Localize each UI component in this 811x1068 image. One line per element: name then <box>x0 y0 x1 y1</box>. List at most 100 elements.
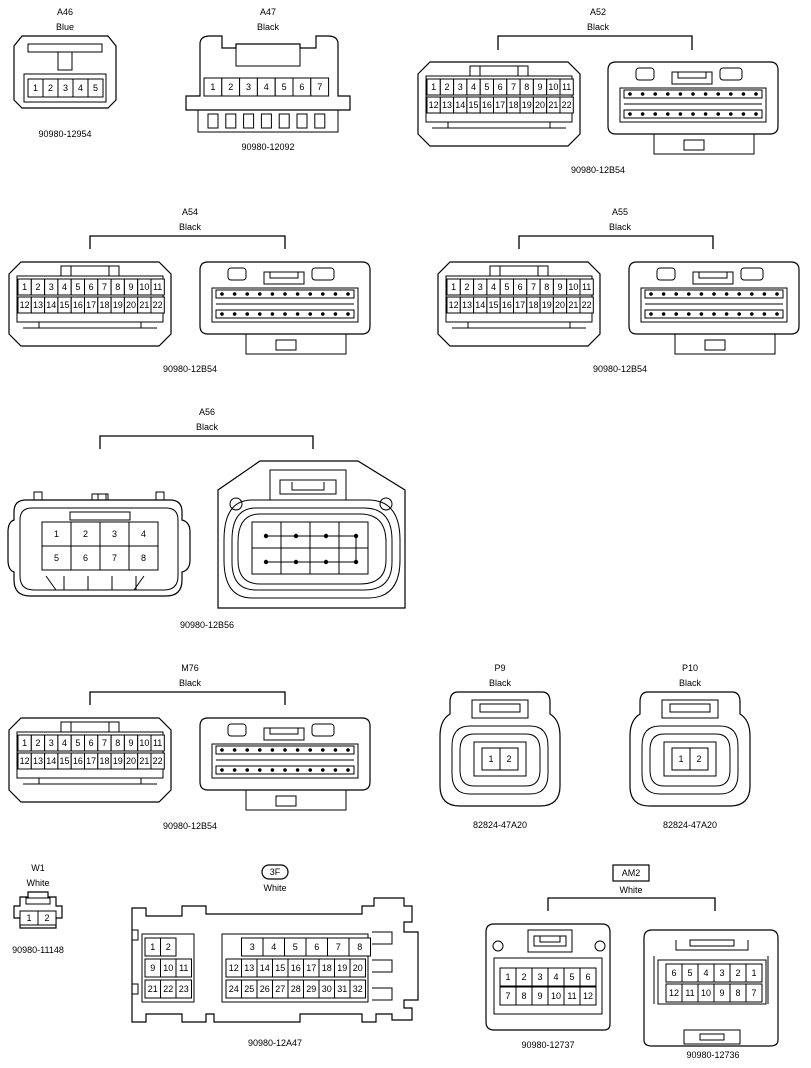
pin-cell: 1 <box>426 78 441 96</box>
pin-box <box>150 278 165 296</box>
pin-cell: 1 <box>499 967 517 987</box>
pin-cell: 22 <box>579 296 594 314</box>
terminal-dot <box>703 112 708 116</box>
pin-box <box>310 77 330 97</box>
part-number: 90980-12A47 <box>248 1038 302 1048</box>
bottom-latch <box>674 334 776 355</box>
pin-number: 1 <box>210 82 215 92</box>
pin-cell: 11 <box>579 278 594 296</box>
pin-cell: 13 <box>459 296 475 314</box>
pin-number: 5 <box>75 738 80 748</box>
pin-cell: 16 <box>479 96 495 114</box>
pin-box <box>348 937 371 957</box>
terminal-dot <box>220 312 224 316</box>
pin-box <box>499 747 519 771</box>
pin-cell: 12 <box>579 986 597 1006</box>
pin-cell: 5 <box>284 937 307 957</box>
pin-number: 13 <box>442 100 452 110</box>
pin-number: 17 <box>86 300 96 310</box>
pin-number: 25 <box>244 984 254 994</box>
terminal-rail <box>623 109 763 119</box>
top-slot <box>740 267 764 281</box>
pin-number: 20 <box>555 300 565 310</box>
pin-number: 5 <box>54 553 59 563</box>
pin-number: 7 <box>751 988 756 998</box>
terminal-dot <box>674 312 678 316</box>
connector-housing <box>8 261 172 347</box>
pin-cell: 5 <box>499 278 515 296</box>
pin-number: 8 <box>357 942 362 952</box>
pin-number: 3 <box>112 529 117 539</box>
connector-housing <box>13 891 63 929</box>
part-number: 90980-11148 <box>12 945 64 955</box>
terminal-dot <box>333 748 338 752</box>
part-number: 82824-47A20 <box>473 820 527 830</box>
pin-cell: 2 <box>37 910 57 926</box>
mount-hole <box>492 940 504 952</box>
pin-cell: 18 <box>526 296 541 314</box>
pin-cell: 2 <box>515 967 533 987</box>
terminal-dot <box>295 768 300 772</box>
pin-number: 7 <box>102 738 107 748</box>
pin-cell: 5 <box>274 77 294 97</box>
connector-color: Black <box>489 678 512 688</box>
terminal-dot <box>283 312 287 316</box>
pin-cell: 27 <box>272 979 289 999</box>
pin-cell: 12 <box>17 752 32 770</box>
pin-number: 2 <box>444 82 449 92</box>
pin-number: 22 <box>562 100 572 110</box>
pin-cell: 21 <box>566 296 581 314</box>
terminal-dot <box>321 768 325 772</box>
part-number: 90980-12B54 <box>571 165 625 175</box>
pin-number: 8 <box>115 282 120 292</box>
pin-box <box>689 747 709 771</box>
latch <box>27 43 103 71</box>
pin-cell: 5 <box>479 78 495 96</box>
pin-number: 12 <box>429 100 439 110</box>
pin-cell: 6 <box>665 963 683 983</box>
pin-cell: 4 <box>697 963 715 983</box>
pin-box <box>150 734 165 752</box>
pair-bracket <box>497 35 693 50</box>
terminal-dot <box>333 292 338 296</box>
part-number: 82824-47A20 <box>663 820 717 830</box>
pin-number: 17 <box>306 963 316 973</box>
pin-cell: 11 <box>681 983 699 1003</box>
pin-cell: 8 <box>128 545 159 571</box>
terminal-dot <box>245 768 249 772</box>
terminal-dot <box>674 292 678 296</box>
pin-cell: 3 <box>241 937 264 957</box>
pin-cell: 20 <box>349 958 366 978</box>
pin-cell: 1 <box>144 937 161 957</box>
pin-box <box>41 521 72 547</box>
pin-cell: 14 <box>44 752 59 770</box>
pin-number: 10 <box>568 282 578 292</box>
terminal-rail <box>215 289 355 299</box>
terminal-dot <box>270 748 275 752</box>
latch <box>235 44 301 67</box>
pin-number: 6 <box>89 738 94 748</box>
terminal-dot <box>308 748 313 752</box>
pin-cell: 14 <box>256 958 273 978</box>
pin-number: 17 <box>86 756 96 766</box>
pin-cell: 31 <box>334 979 351 999</box>
pin-cell: 1 <box>41 521 72 547</box>
pin-number: 9 <box>719 988 724 998</box>
pin-number: 8 <box>544 282 549 292</box>
pin-cell: 25 <box>241 979 258 999</box>
top-slot <box>635 67 655 81</box>
pin-cell: 7 <box>499 986 517 1006</box>
terminal-dot <box>232 312 237 316</box>
pin-cell: 12 <box>665 983 683 1003</box>
pin-cell: 12 <box>17 296 32 314</box>
pin-cell: 6 <box>84 278 99 296</box>
male-connector <box>199 717 371 811</box>
